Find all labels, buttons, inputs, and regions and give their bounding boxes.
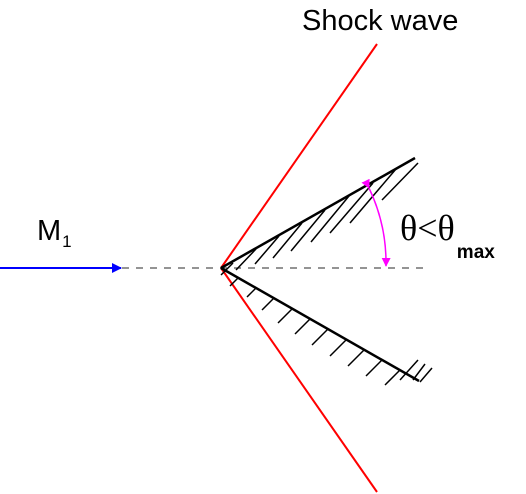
- wedge-lower-hatching: [229, 277, 433, 386]
- mach-number-label: M1: [37, 215, 72, 251]
- theta-relation: θ<θ: [400, 208, 455, 248]
- shock-line-lower: [220, 267, 378, 493]
- shock-line-upper: [220, 43, 378, 269]
- theta-max-subscript: max: [457, 242, 495, 263]
- angle-relation-label: θ<θmax: [400, 208, 495, 263]
- shock-wave-label: Shock wave: [302, 5, 458, 37]
- mach-subscript: 1: [62, 232, 71, 251]
- mach-symbol: M: [37, 215, 61, 247]
- wedge-upper-surface: [220, 156, 416, 270]
- wedge-upper-hatching: [220, 162, 419, 276]
- wedge-angle-arc: [361, 178, 391, 267]
- wedge-lower-surface: [220, 266, 420, 383]
